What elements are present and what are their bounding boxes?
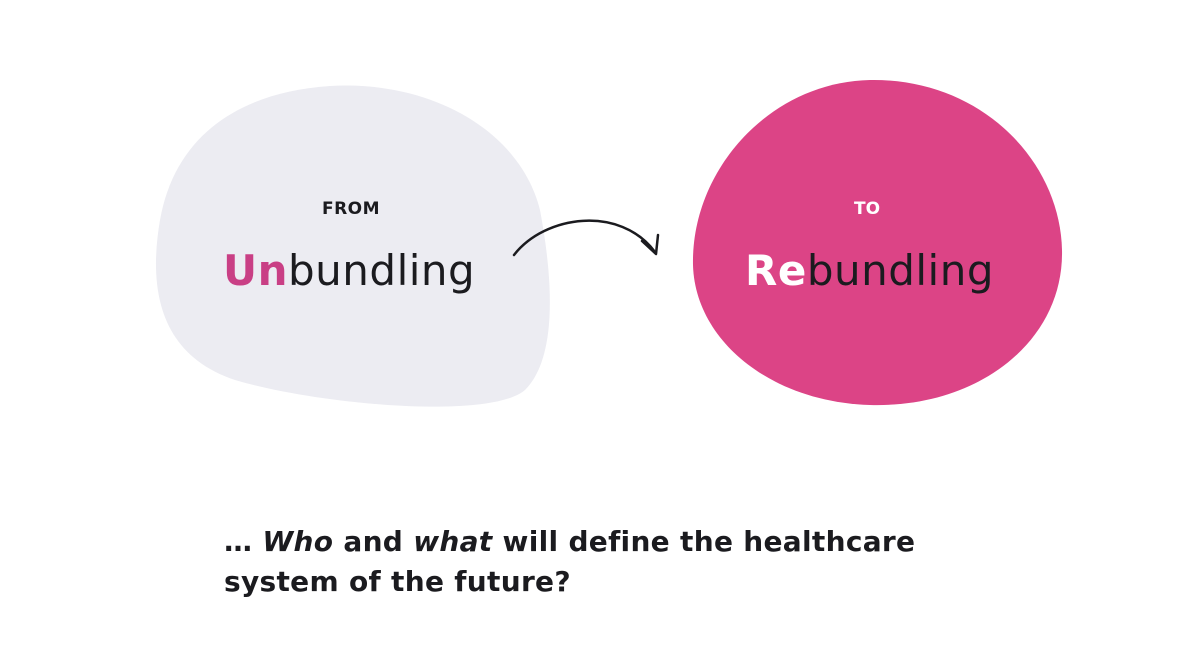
from-label: FROM [321,199,381,219]
rebundling-suffix: bundling [806,246,995,295]
question-rest: will define the healthcare system of the… [224,525,916,598]
question-and: and [333,525,414,558]
curved-arrow-right-icon [512,219,660,257]
question-what: what [413,525,493,558]
question-lead: … [224,525,263,558]
question-who: Who [262,525,334,558]
closing-question: … Who and what will define the healthcar… [224,522,984,602]
to-label: TO [853,199,881,219]
arrowhead [640,233,660,256]
to-blob [692,79,1063,406]
unbundling-suffix: bundling [288,246,476,295]
rebundling-word: Rebundling [745,246,994,295]
rebundling-prefix: Re [745,246,807,295]
from-blob [155,85,550,407]
unbundling-word: Unbundling [223,246,475,295]
arrow-curve [512,219,657,257]
unbundling-prefix: Un [223,246,289,295]
